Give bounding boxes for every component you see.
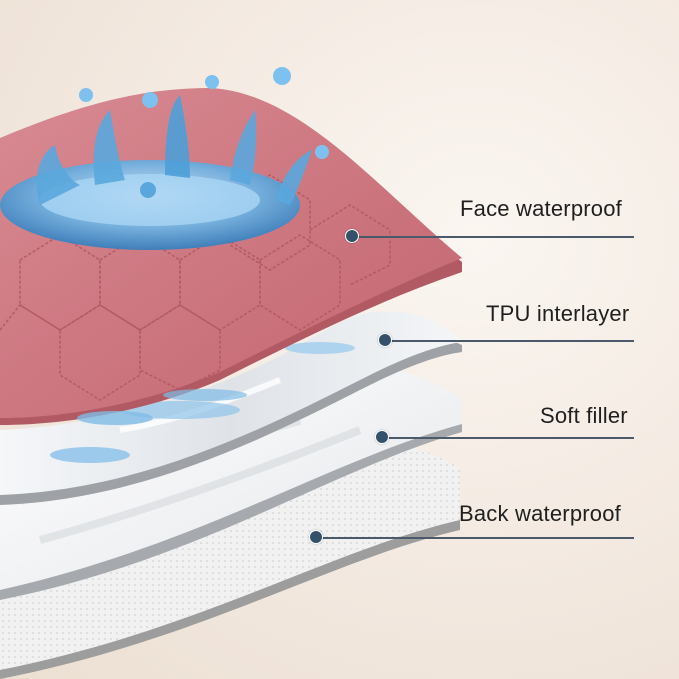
callout-line-tpu	[386, 340, 634, 342]
callout-line-face	[352, 236, 634, 238]
callout-dot-back	[309, 530, 323, 544]
tpu-interlayer-layer	[0, 311, 462, 505]
water-splash-icon	[0, 67, 329, 250]
callout-line-filler	[382, 437, 634, 439]
callout-dot-tpu	[378, 333, 392, 347]
layer-label-back-waterproof: Back waterproof	[459, 501, 621, 526]
layer-label-face-waterproof: Face waterproof	[460, 196, 622, 221]
callout-dot-filler	[375, 430, 389, 444]
callout-line-back	[316, 537, 634, 539]
layer-label-tpu-interlayer: TPU interlayer	[486, 301, 630, 326]
callout-dot-face	[345, 229, 359, 243]
layer-label-soft-filler: Soft filler	[540, 403, 628, 428]
